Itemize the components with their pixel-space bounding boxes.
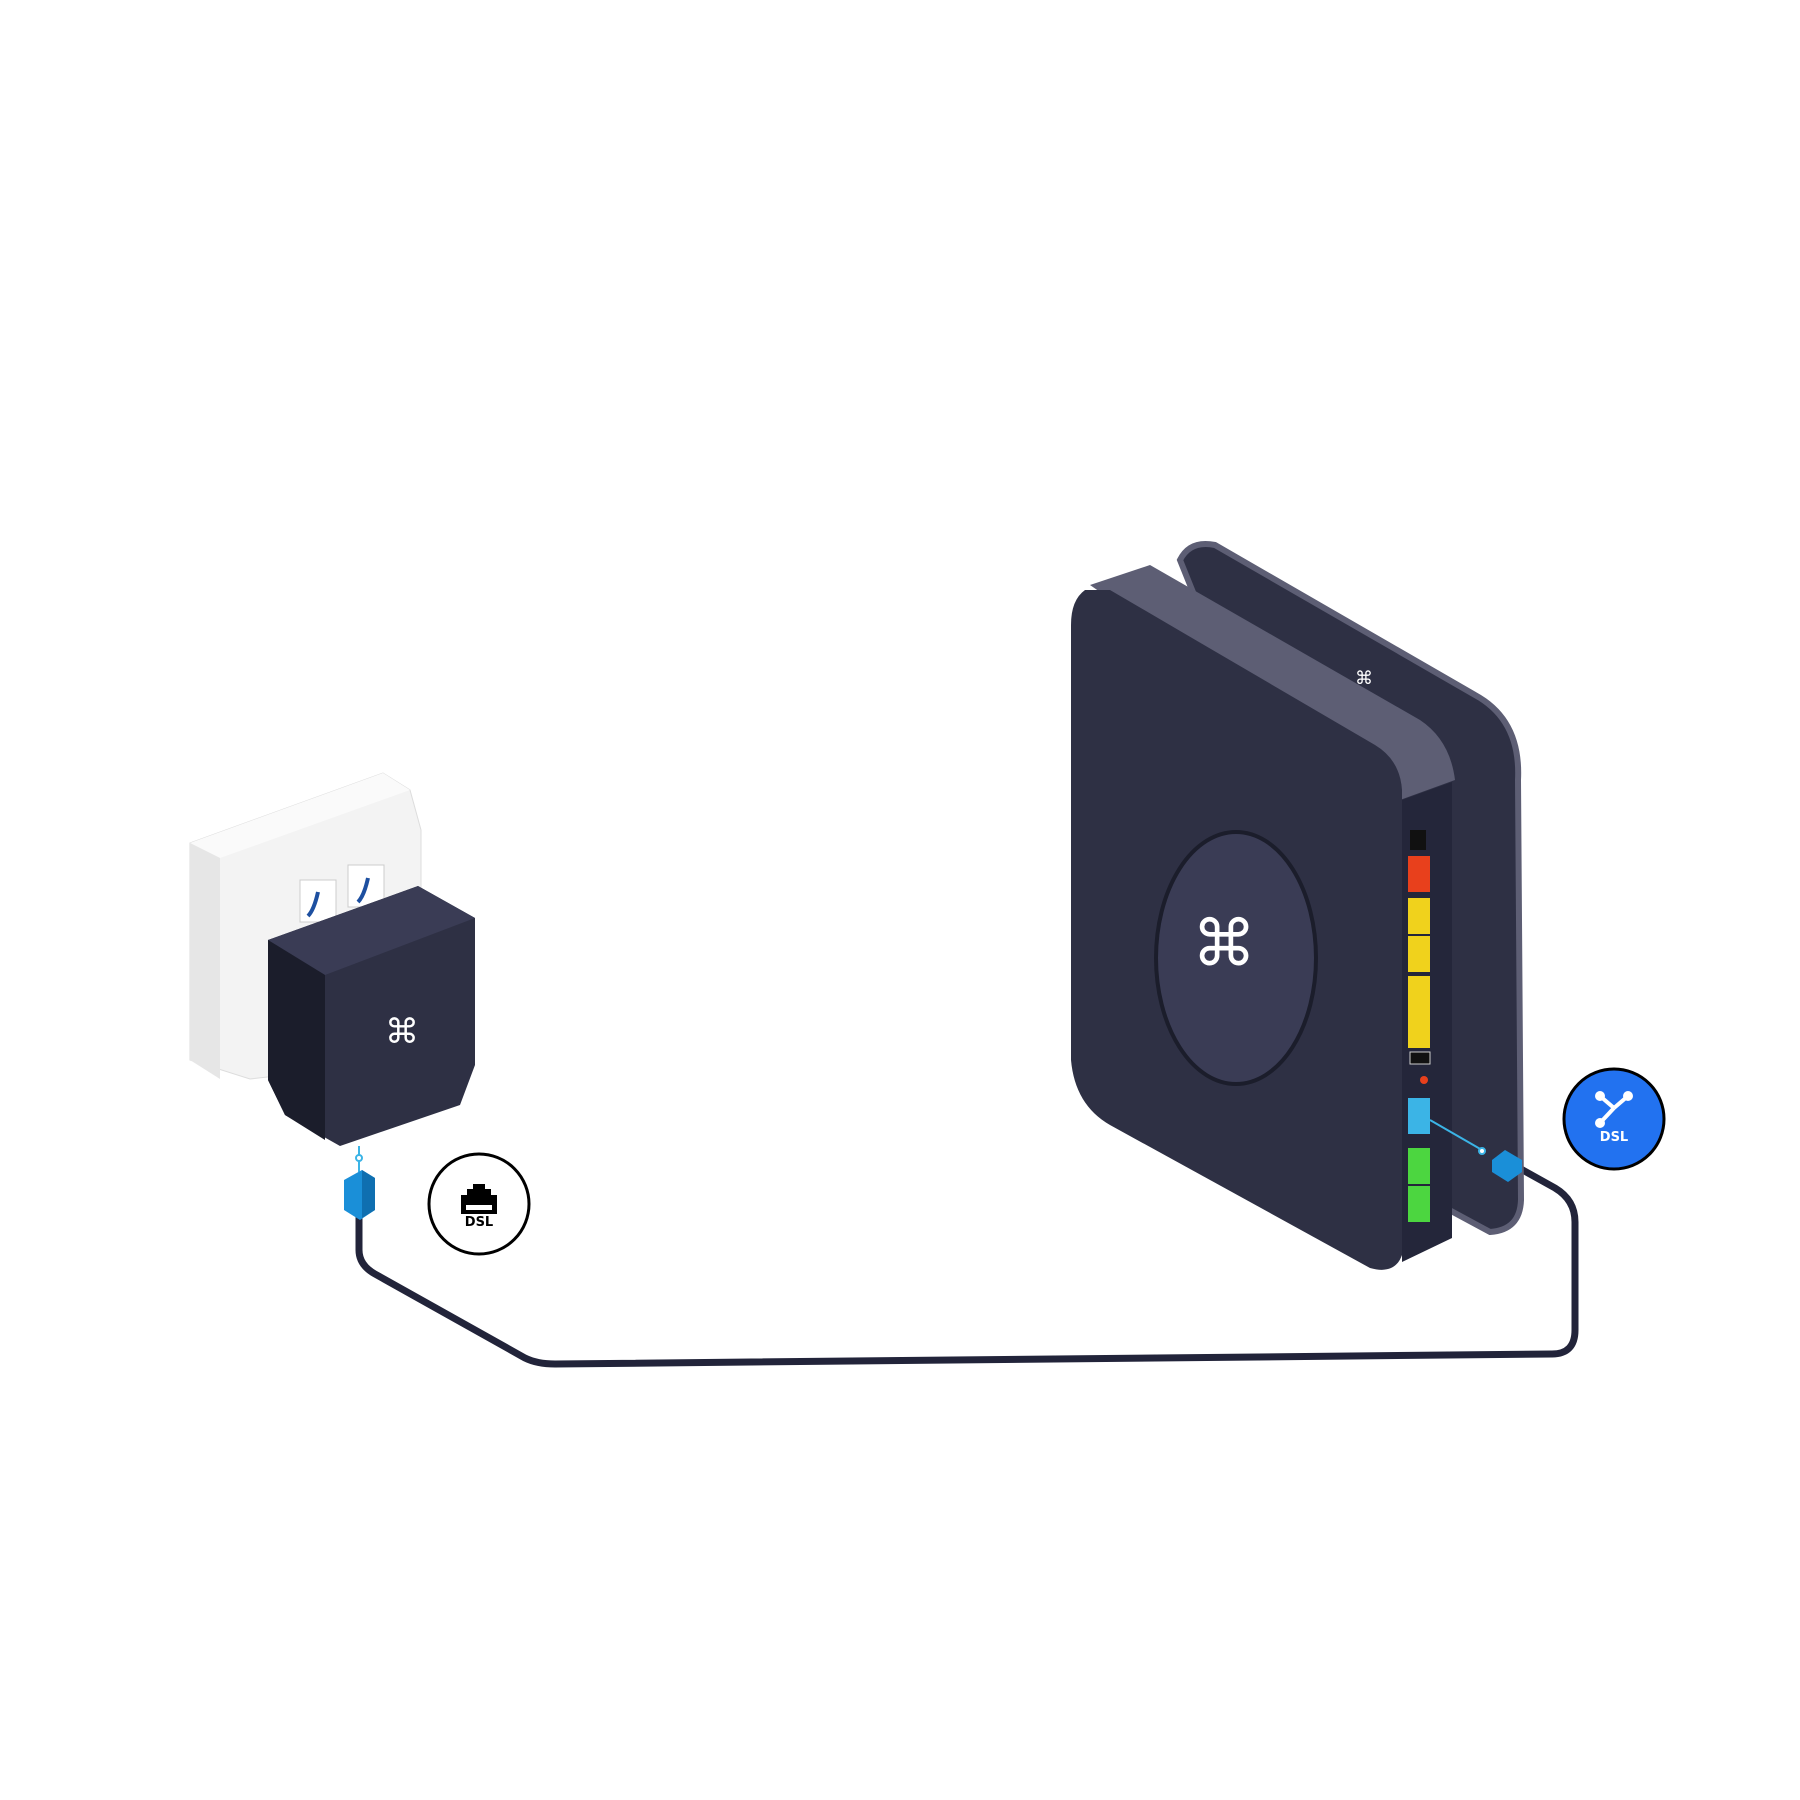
- usb-port: [1409, 1051, 1431, 1065]
- port-phone-red: [1408, 856, 1430, 892]
- port-dsl-blue: [1408, 1098, 1430, 1134]
- dsl-branch-icon: [1595, 1091, 1633, 1128]
- rj11-port-icon: [461, 1184, 497, 1214]
- phone-icon: [347, 864, 385, 908]
- dsl-filter: ⌘: [268, 886, 475, 1146]
- dsl-router: ⌘ ⌘: [1071, 541, 1525, 1270]
- filter-badge-label: DSL: [465, 1215, 493, 1230]
- brand-logo-icon: ⌘: [385, 1012, 419, 1052]
- port-phone-green: [1408, 1186, 1430, 1222]
- phone-icon: [299, 879, 337, 923]
- port-lan-yellow: [1408, 1012, 1430, 1048]
- reset-button: [1420, 1076, 1428, 1084]
- brand-logo-icon: ⌘: [1192, 908, 1256, 982]
- brand-logo-icon: ⌘: [1355, 668, 1373, 689]
- router-badge-label: DSL: [1600, 1130, 1628, 1145]
- router-dsl-badge: DSL: [1562, 1067, 1666, 1171]
- rj11-connector: [1492, 1150, 1522, 1182]
- filter-dsl-badge: DSL: [427, 1152, 531, 1256]
- port-phone-green: [1408, 1148, 1430, 1184]
- port-lan-yellow: [1408, 936, 1430, 972]
- router-top-disc: [1154, 830, 1318, 1086]
- rj11-connector: [344, 1170, 375, 1220]
- port-lan-yellow: [1408, 976, 1430, 1012]
- power-port: [1410, 830, 1426, 850]
- dsl-cable: [355, 1160, 1579, 1368]
- router-port-panel: [1408, 830, 1431, 1222]
- port-lan-yellow: [1408, 898, 1430, 934]
